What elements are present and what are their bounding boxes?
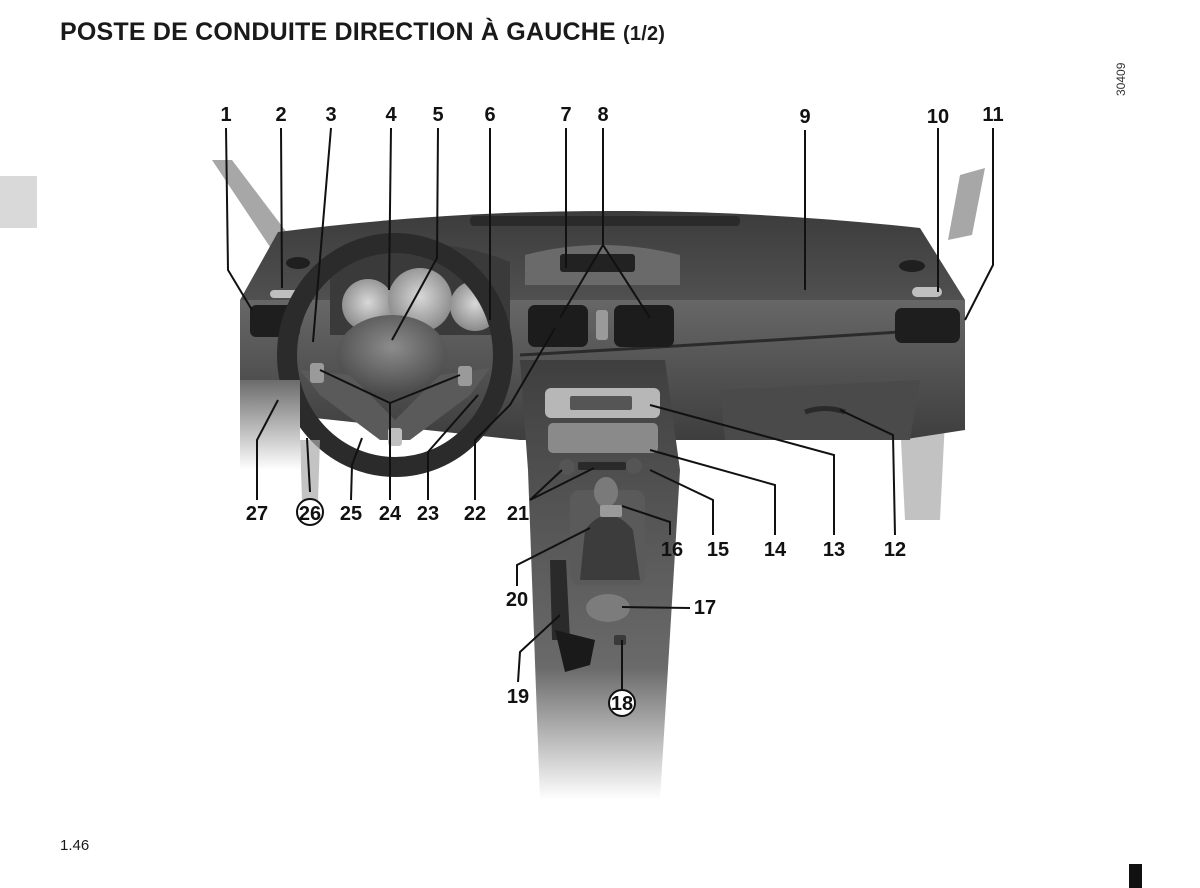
callout-14: 14 xyxy=(764,539,787,561)
left-radio-knob xyxy=(559,459,575,475)
gear-knob xyxy=(594,477,618,507)
callout-3: 3 xyxy=(325,104,336,126)
page-number: 1.46 xyxy=(60,837,90,854)
callout-5: 5 xyxy=(432,104,443,126)
callout-6: 6 xyxy=(484,104,495,126)
callout-1: 1 xyxy=(220,104,231,126)
steering-wheel-rim xyxy=(277,233,513,477)
radio-panel xyxy=(548,423,658,453)
corner-tab-mark xyxy=(1129,864,1142,888)
callout-12: 12 xyxy=(884,539,906,561)
cd-slot xyxy=(578,462,626,470)
right-wheel-buttons xyxy=(458,366,472,386)
right-a-pillar xyxy=(948,168,985,240)
steering-wheel-spokes xyxy=(300,368,490,440)
socket-panel xyxy=(600,505,622,517)
cup-holder xyxy=(586,594,630,622)
callout-10: 10 xyxy=(927,106,949,128)
callout-18-circle xyxy=(608,689,636,717)
chapter-tab xyxy=(0,176,37,228)
right-air-vent xyxy=(895,308,960,343)
aux-socket xyxy=(614,635,626,645)
center-display xyxy=(560,254,635,272)
callout-15: 15 xyxy=(707,539,729,561)
page-title-suffix: (1/2) xyxy=(623,23,666,45)
right-speaker xyxy=(899,260,925,272)
callout-leader-lines xyxy=(225,127,994,690)
callout-27: 27 xyxy=(246,503,268,525)
pedals xyxy=(300,440,320,500)
callout-11: 11 xyxy=(982,104,1003,126)
callout-26: 26 xyxy=(299,503,321,525)
callout-13: 13 xyxy=(823,539,845,561)
callout-26-circle xyxy=(296,498,324,526)
callout-7: 7 xyxy=(560,104,571,126)
callout-24: 24 xyxy=(379,503,402,525)
callout-9: 9 xyxy=(799,106,810,128)
steering-wheel-hub xyxy=(337,315,447,395)
center-right-vent xyxy=(614,305,674,347)
callout-17: 17 xyxy=(694,597,716,619)
wheel-emblem xyxy=(388,428,402,446)
right-door-panel xyxy=(900,420,945,520)
climate-display xyxy=(570,396,632,410)
right-radio-knob xyxy=(626,458,642,474)
callout-4: 4 xyxy=(385,104,397,126)
gear-boot xyxy=(580,515,640,580)
callout-2: 2 xyxy=(275,104,286,126)
handbrake-shadow xyxy=(555,630,595,672)
callout-21: 21 xyxy=(507,503,529,525)
callout-23: 23 xyxy=(417,503,439,525)
defrost-vent xyxy=(470,216,740,226)
left-wheel-buttons xyxy=(310,363,324,383)
callout-25: 25 xyxy=(340,503,362,525)
page-title: POSTE DE CONDUITE DIRECTION À GAUCHE (1/… xyxy=(60,18,665,47)
hazard-switch xyxy=(596,310,608,340)
callout-8: 8 xyxy=(597,104,608,126)
dashboard-ridge xyxy=(519,328,931,357)
left-vent-slot xyxy=(270,290,298,298)
right-vent-slot xyxy=(912,287,942,297)
lower-left-dash xyxy=(240,380,300,470)
callout-20: 20 xyxy=(506,589,528,611)
left-speaker xyxy=(286,257,310,269)
callout-18: 18 xyxy=(611,693,633,715)
callout-19: 19 xyxy=(507,686,529,708)
callout-22: 22 xyxy=(464,503,486,525)
page-title-main: POSTE DE CONDUITE DIRECTION À GAUCHE xyxy=(60,18,616,46)
center-left-vent xyxy=(528,305,588,347)
callout-16: 16 xyxy=(661,539,683,561)
